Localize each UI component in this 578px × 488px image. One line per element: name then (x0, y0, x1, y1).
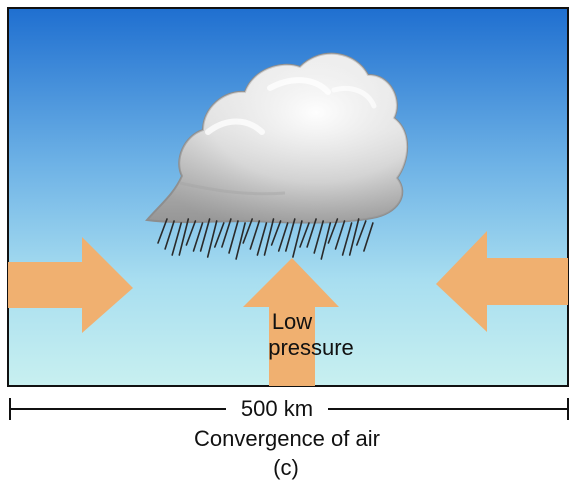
arrow-left-icon (436, 231, 568, 332)
rain-streak (178, 218, 190, 256)
scale-label: 500 km (241, 396, 313, 421)
rain-streak (214, 222, 225, 248)
scale-bar (9, 398, 569, 420)
cloud-icon (145, 52, 409, 224)
rain-streak (206, 220, 218, 258)
rain-streak (270, 220, 282, 246)
rain-streak (199, 218, 211, 252)
rain-streak (256, 222, 268, 256)
rain-streak (235, 222, 246, 260)
rain-streak (292, 220, 303, 258)
rain-streak (228, 220, 239, 254)
center-label-line-2: pressure (268, 335, 354, 360)
rain-streak (221, 218, 232, 248)
rain-streak (157, 218, 168, 244)
panel-label: (c) (273, 455, 299, 480)
rain-streaks-icon (157, 218, 374, 260)
rain-streak (171, 222, 182, 256)
arrow-right-icon (8, 237, 133, 333)
rain-streak (164, 220, 175, 250)
rain-streak (192, 222, 204, 252)
rain-streak (277, 222, 289, 252)
rain-streak (249, 220, 261, 250)
center-label-line-1: Low (272, 309, 312, 334)
rain-streak (355, 220, 367, 246)
rain-streak (306, 218, 317, 248)
rain-streak (284, 218, 296, 252)
rain-streak (299, 222, 310, 248)
diagram-caption: Convergence of air (194, 426, 380, 451)
rain-streak (185, 220, 197, 246)
rain-streak (341, 222, 353, 256)
rain-streak (334, 220, 346, 250)
rain-streak (327, 218, 339, 244)
rain-streak (320, 222, 332, 260)
rain-streak (363, 222, 374, 252)
rain-streak (242, 218, 253, 244)
rain-streak (263, 218, 275, 256)
arrow-up-icon (243, 258, 339, 386)
rain-streak (313, 220, 325, 254)
rain-streak (348, 218, 360, 256)
